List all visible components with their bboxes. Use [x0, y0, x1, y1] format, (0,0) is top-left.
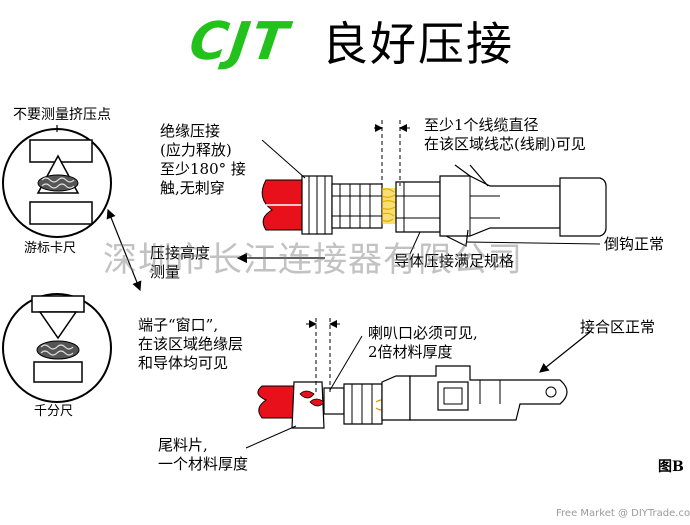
strand-label-1: 至少1个线缆直径 — [424, 116, 539, 134]
micrometer-illustration — [2, 293, 112, 403]
bellmouth-label-1: 喇叭口必须可见, — [368, 324, 478, 342]
company-watermark: 深圳市长江连接器有限公司 — [103, 240, 523, 280]
mating-label: 接合区正常 — [580, 318, 656, 336]
no-measure-label: 不要测量挤压点 — [13, 107, 111, 123]
insulation-label-1: 绝缘压接 — [160, 122, 221, 140]
barb-leader — [465, 241, 601, 245]
barb-label: 倒钩正常 — [604, 235, 665, 253]
insulation-label-4: 触,无刺穿 — [160, 179, 225, 197]
conductor-label: 导体压接满足规格 — [394, 252, 515, 270]
brand-logo: CJT — [185, 12, 294, 72]
tail-label-2: 一个材料厚度 — [158, 455, 249, 473]
page-title: 良好压接 — [322, 17, 514, 71]
insulation-label-2: (应力释放) — [160, 141, 232, 159]
tail-label-1: 尾料片, — [158, 436, 208, 454]
source-credit: Free Market @ DIYTrade.com — [556, 508, 690, 519]
bellmouth-leader — [329, 335, 363, 391]
tail-leader — [245, 425, 297, 449]
figure-label: 图B — [658, 459, 684, 475]
strand-label-2: 在该区域线芯(线刷)可见 — [424, 135, 586, 153]
insulation-leader — [261, 139, 306, 179]
conductor-leader — [409, 231, 421, 255]
crimp-height-label-1: 压接高度 — [150, 244, 211, 262]
vernier-caliper-illustration — [2, 128, 112, 238]
micrometer-label: 千分尺 — [34, 404, 74, 419]
insulation-label-3: 至少180° 接 — [160, 160, 246, 178]
measure-link-arrow — [106, 208, 142, 292]
terminal-top-view — [261, 164, 607, 247]
window-label-1: 端子“窗口”, — [138, 316, 219, 334]
window-label-2: 在该区域绝缘层 — [138, 335, 244, 353]
crimp-height-label-2: 测量 — [150, 263, 181, 281]
vernier-label: 游标卡尺 — [24, 241, 77, 256]
terminal-side-view — [257, 365, 568, 429]
bellmouth-label-2: 2倍材料厚度 — [368, 343, 453, 361]
mating-leader — [539, 331, 591, 373]
window-label-3: 和导体均可见 — [138, 354, 229, 372]
